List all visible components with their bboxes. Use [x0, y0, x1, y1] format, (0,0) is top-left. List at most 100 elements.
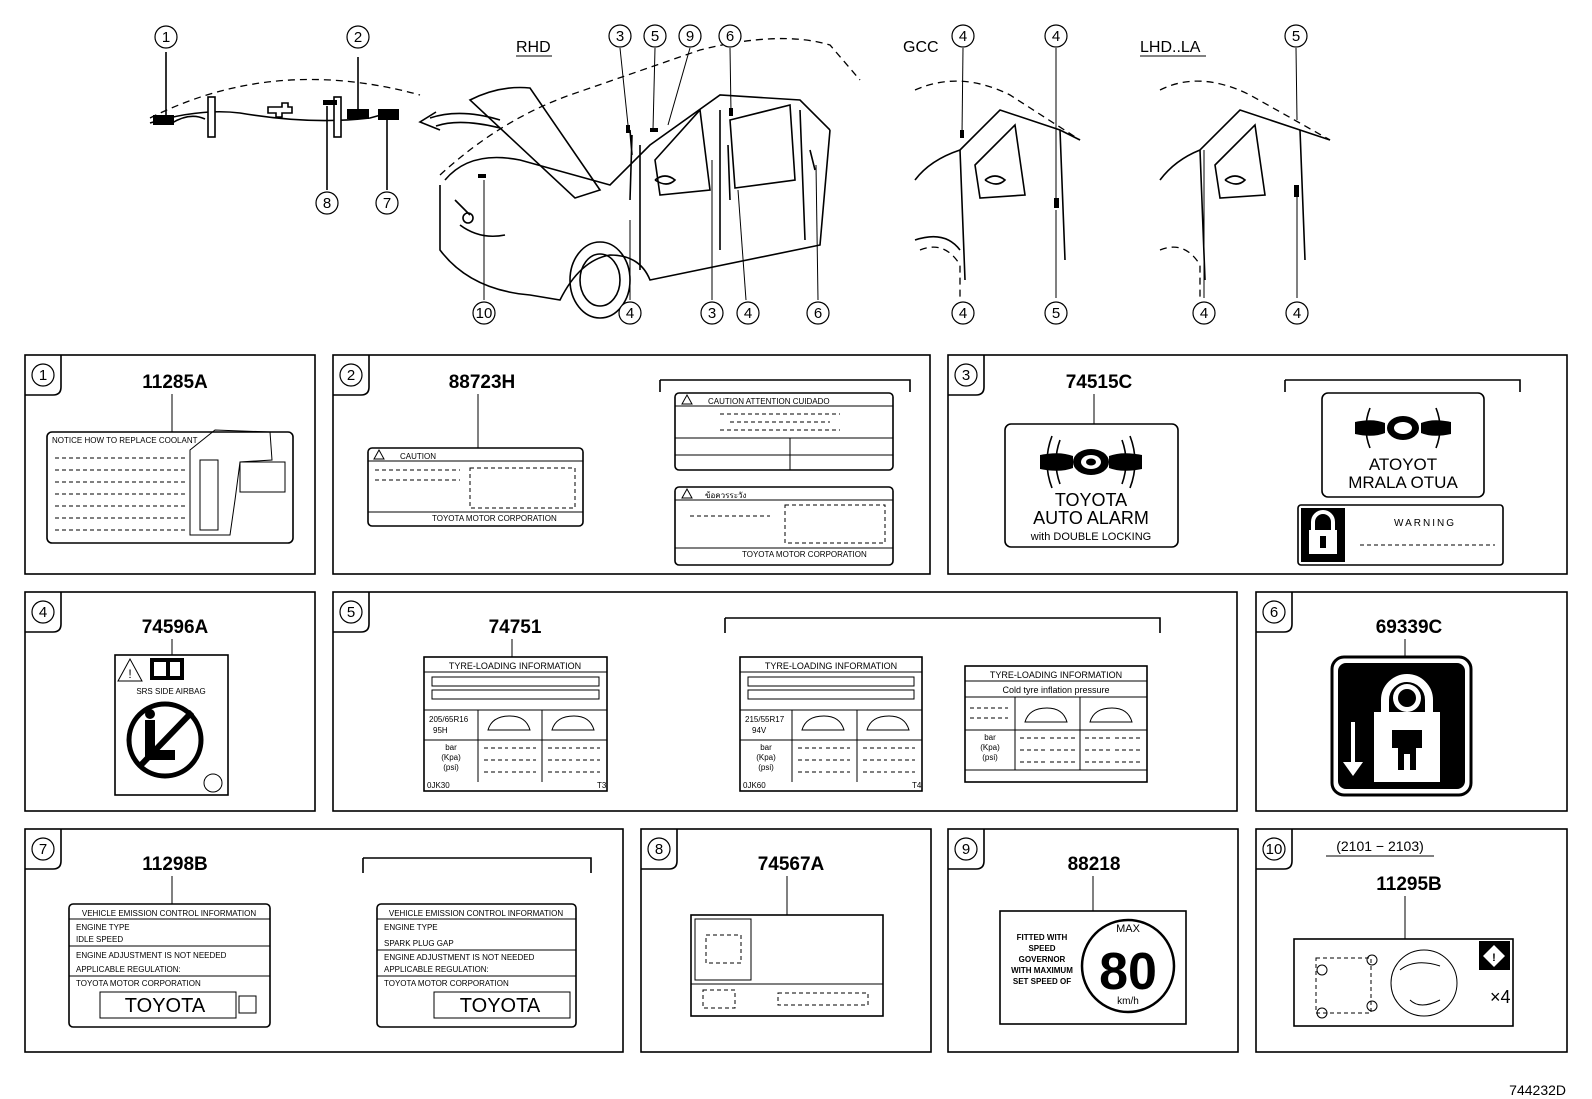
svg-text:ATOYOT: ATOYOT — [1369, 455, 1437, 474]
svg-text:94V: 94V — [752, 726, 767, 735]
gcc-car-view: GCC — [903, 39, 1081, 300]
svg-text:(psi): (psi) — [982, 753, 998, 762]
svg-text:SPEED: SPEED — [1028, 944, 1055, 953]
svg-text:VEHICLE EMISSION CONTROL INFOR: VEHICLE EMISSION CONTROL INFORMATION — [82, 909, 256, 918]
svg-text:TOYOTA MOTOR CORPORATION: TOYOTA MOTOR CORPORATION — [742, 550, 867, 559]
callout-8: 8 — [323, 195, 331, 212]
svg-text:2: 2 — [347, 367, 355, 384]
panel-2: 2 88723H CAUTION TOYOTA MOTOR CORPORATIO… — [332, 354, 931, 575]
svg-text:205/65R16: 205/65R16 — [429, 715, 469, 724]
label-auto-alarm-reversed — [1321, 392, 1485, 498]
label-tyre-loading-c: TYRE-LOADING INFORMATION Cold tyre infla… — [964, 665, 1148, 783]
svg-text:(Kpa): (Kpa) — [441, 753, 461, 762]
svg-text:TOYOTA MOTOR CORPORATION: TOYOTA MOTOR CORPORATION — [432, 514, 557, 523]
panel-5: 5 74751 TYRE-LOADING INFORMATION 205/65R… — [332, 591, 1238, 812]
svg-text:7: 7 — [39, 841, 47, 858]
svg-text:ข้อควรระวัง: ข้อควรระวัง — [705, 491, 747, 500]
rhd-car-view: RHD — [439, 37, 861, 319]
lhd-callouts: 5 4 4 — [1192, 24, 1309, 325]
label-position-1 — [153, 115, 174, 125]
part-number-74567A: 74567A — [758, 854, 825, 875]
drawing-id: 744232D — [1509, 1082, 1566, 1098]
svg-text:SET SPEED OF: SET SPEED OF — [1013, 977, 1071, 986]
callout-1: 1 — [162, 29, 170, 46]
svg-text:4: 4 — [1293, 305, 1301, 322]
svg-text:WARNING: WARNING — [1394, 518, 1456, 529]
svg-text:WITH MAXIMUM: WITH MAXIMUM — [1011, 966, 1073, 975]
svg-text:8: 8 — [655, 841, 663, 858]
svg-text:4: 4 — [744, 305, 752, 322]
view-label-lhd: LHD..LA — [1140, 39, 1201, 56]
svg-text:!: ! — [128, 667, 131, 681]
view-label-gcc: GCC — [903, 39, 939, 56]
part-number-11295B: 11295B — [1376, 874, 1442, 895]
label-emission-a: VEHICLE EMISSION CONTROL INFORMATION ENG… — [68, 903, 271, 1028]
svg-text:TOYOTA MOTOR CORPORATION: TOYOTA MOTOR CORPORATION — [76, 979, 201, 988]
panel-3: 3 74515C TOYOTA AUTO ALARM with DOUBLE L… — [947, 354, 1568, 575]
part-number-88723H: 88723H — [449, 372, 516, 393]
label-caution-b — [674, 392, 894, 471]
svg-text:VEHICLE EMISSION CONTROL INFOR: VEHICLE EMISSION CONTROL INFORMATION — [389, 909, 563, 918]
part-number-74515C: 74515C — [1066, 372, 1133, 393]
panel-9: 9 88218 FITTED WITH SPEED GOVERNOR WITH … — [947, 828, 1239, 1053]
svg-text:bar: bar — [760, 743, 772, 752]
view-label-rhd: RHD — [516, 39, 551, 56]
svg-text:ENGINE TYPE: ENGINE TYPE — [76, 923, 130, 932]
svg-text:CAUTION: CAUTION — [400, 452, 436, 461]
svg-text:0JK60: 0JK60 — [743, 781, 766, 790]
multiplier-text: ×4 — [1490, 987, 1511, 1007]
child-lock-icon — [1330, 655, 1473, 797]
svg-text:NOTICE HOW TO REPLACE COOLANT: NOTICE HOW TO REPLACE COOLANT — [52, 436, 198, 445]
svg-text:Cold tyre inflation pressure: Cold tyre inflation pressure — [1002, 685, 1109, 695]
svg-text:TYRE-LOADING INFORMATION: TYRE-LOADING INFORMATION — [449, 661, 581, 671]
svg-text:TOYOTA MOTOR CORPORATION: TOYOTA MOTOR CORPORATION — [384, 979, 509, 988]
svg-text:AUTO ALARM: AUTO ALARM — [1033, 508, 1149, 528]
svg-text:TOYOTA: TOYOTA — [1055, 490, 1127, 510]
label-auto-alarm — [1004, 423, 1179, 548]
svg-text:4: 4 — [1200, 305, 1208, 322]
label-warning-lock — [1297, 504, 1504, 566]
label-caution-thai — [674, 486, 894, 566]
panel-6: 6 69339C — [1255, 591, 1568, 812]
svg-text:ENGINE ADJUSTMENT IS NOT NEEDE: ENGINE ADJUSTMENT IS NOT NEEDED — [76, 951, 227, 960]
svg-text:4: 4 — [959, 305, 967, 322]
panel-7: 7 11298B VEHICLE EMISSION CONTROL INFORM… — [24, 828, 624, 1053]
svg-text:T4: T4 — [912, 781, 922, 790]
svg-text:4: 4 — [39, 604, 47, 621]
svg-text:10: 10 — [476, 305, 493, 322]
lhd-car-view: LHD..LA — [1140, 39, 1331, 300]
svg-text:5: 5 — [1052, 305, 1060, 322]
svg-text:9: 9 — [686, 28, 694, 45]
svg-text:5: 5 — [1292, 28, 1300, 45]
panel-4: 4 74596A ! SRS SIDE AIRBAG — [24, 591, 316, 812]
svg-text:5: 5 — [651, 28, 659, 45]
panel-8: 8 74567A — [640, 828, 932, 1053]
svg-text:4: 4 — [626, 305, 634, 322]
svg-text:MAX: MAX — [1116, 923, 1141, 935]
svg-text:GOVERNOR: GOVERNOR — [1019, 955, 1066, 964]
svg-text:km/h: km/h — [1117, 996, 1139, 1007]
svg-text:APPLICABLE REGULATION:: APPLICABLE REGULATION: — [384, 965, 489, 974]
top-hood-view — [149, 52, 501, 190]
svg-text:TOYOTA: TOYOTA — [125, 995, 206, 1017]
no-child-seat-icon — [126, 701, 204, 779]
svg-text:APPLICABLE REGULATION:: APPLICABLE REGULATION: — [76, 965, 181, 974]
svg-text:!: ! — [1492, 952, 1496, 964]
svg-text:ENGINE TYPE: ENGINE TYPE — [384, 923, 438, 932]
label-tyre-loading-b: TYRE-LOADING INFORMATION 215/55R17 94V b… — [739, 656, 923, 792]
svg-text:with DOUBLE LOCKING: with DOUBLE LOCKING — [1030, 531, 1151, 543]
callout-2: 2 — [354, 29, 362, 46]
label-coolant-notice — [46, 431, 294, 544]
svg-text:T3: T3 — [597, 781, 607, 790]
svg-text:9: 9 — [962, 841, 970, 858]
label-position-2 — [347, 109, 369, 119]
callout-7: 7 — [383, 195, 391, 212]
svg-text:TOYOTA: TOYOTA — [460, 995, 541, 1017]
svg-text:(Kpa): (Kpa) — [756, 753, 776, 762]
part-number-11285A: 11285A — [142, 372, 208, 393]
svg-text:bar: bar — [445, 743, 457, 752]
svg-text:(psi): (psi) — [758, 763, 774, 772]
svg-text:IDLE SPEED: IDLE SPEED — [76, 935, 123, 944]
svg-text:1: 1 — [39, 367, 47, 384]
